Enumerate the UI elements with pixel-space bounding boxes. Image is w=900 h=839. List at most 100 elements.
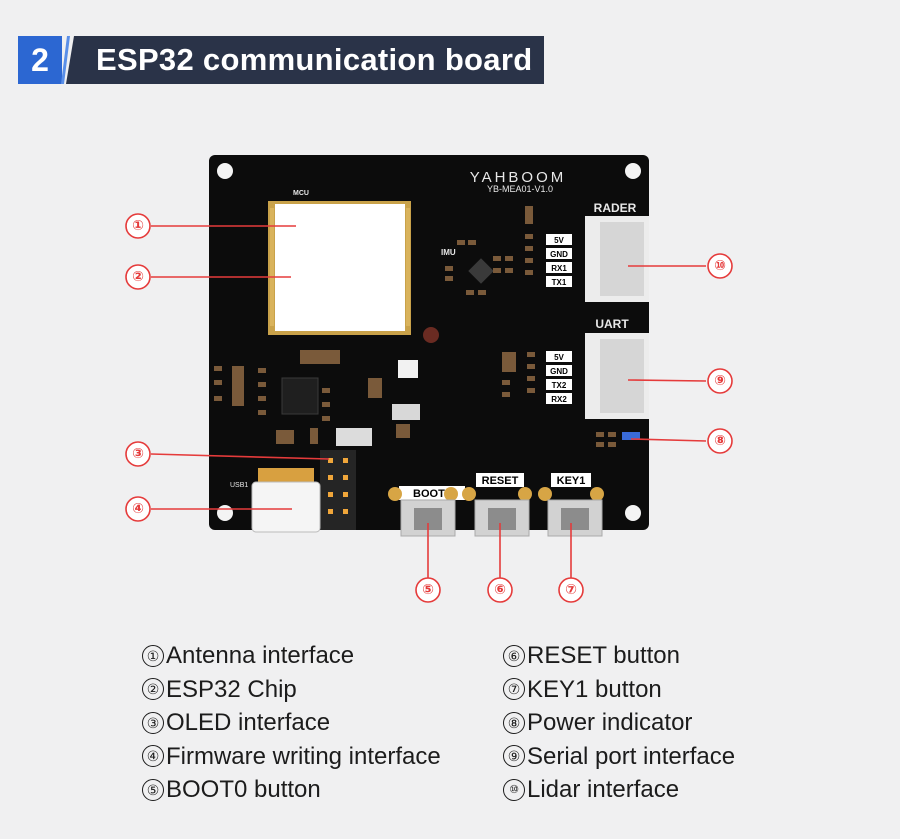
reset-label: RESET — [482, 475, 519, 487]
legend-num: ② — [142, 678, 164, 701]
svg-text:⑧: ⑧ — [714, 433, 726, 449]
legend-num: ⑤ — [142, 778, 164, 801]
callout-9: ⑨ — [707, 368, 733, 394]
board-model: YB-MEA01-V1.0 — [487, 184, 553, 194]
boot0-label: BOOT0 — [413, 488, 451, 500]
power-led — [622, 432, 640, 440]
antenna-pad — [423, 327, 439, 343]
svg-text:②: ② — [132, 269, 144, 285]
callouts: ① ② ③ ④ ⑤ ⑥ ⑦ ⑧ ⑨ ⑩ — [125, 213, 733, 603]
brand-logo: YAHBOOM — [470, 169, 567, 186]
mcu-label: MCU — [293, 190, 309, 197]
button-key1: KEY1 — [538, 473, 604, 537]
smd-components-led — [596, 432, 616, 447]
imu-label: IMU — [441, 248, 456, 257]
callout-3: ③ — [125, 441, 151, 467]
callout-4: ④ — [125, 496, 151, 522]
uart-title: UART — [595, 317, 629, 331]
callout-7: ⑦ — [558, 577, 584, 603]
svg-text:③: ③ — [132, 446, 144, 462]
button-reset: RESET — [462, 473, 532, 537]
legend-num: ④ — [142, 745, 164, 768]
legend-text: Antenna interface — [166, 642, 355, 669]
callout-5: ⑤ — [415, 577, 441, 603]
uart-pin-1: 5V — [554, 353, 564, 362]
section-number: 2 — [18, 36, 62, 84]
legend-text: Serial port interface — [527, 742, 736, 770]
rader-pin-3: RX1 — [551, 264, 567, 273]
legend-text: BOOT0 button — [166, 776, 321, 803]
smd-components-uart — [502, 352, 535, 397]
uart-pin-2: GND — [550, 367, 568, 376]
header-accent-stripe — [61, 36, 70, 84]
module-pads — [270, 208, 410, 326]
smd-components-top — [445, 206, 533, 295]
legend-text: ESP32 Chip — [166, 675, 297, 703]
legend-text: KEY1 button — [527, 675, 662, 703]
diode — [336, 428, 372, 446]
legend-num: ① — [142, 644, 164, 667]
legend-num: ⑩ — [503, 778, 525, 801]
rader-pin-1: 5V — [554, 236, 564, 245]
legend-text: Lidar interface — [527, 776, 680, 803]
uart-pins: 5V GND TX2 RX2 — [546, 351, 572, 404]
legend-num: ⑧ — [503, 711, 525, 734]
svg-text:⑦: ⑦ — [565, 582, 577, 598]
usb-label: USB1 — [230, 482, 248, 489]
uart-pin-3: TX2 — [552, 381, 567, 390]
button-boot0: BOOT0 — [388, 486, 465, 537]
usb-c-port — [251, 481, 321, 533]
oled-pin-header — [320, 450, 356, 530]
rader-title: RADER — [594, 201, 637, 215]
legend-text: OLED interface — [166, 709, 331, 736]
legend-text: RESET button — [527, 642, 680, 669]
section-header: 2 ESP32 communication board — [18, 36, 544, 84]
esp32-board-illustration: YAHBOOM YB-MEA01-V1.0 MCU IMU RADER 5V G… — [125, 155, 733, 603]
rader-pins: 5V GND RX1 TX1 — [546, 234, 572, 287]
legend-num: ⑦ — [503, 678, 525, 701]
imu-chip — [468, 258, 494, 284]
key1-label: KEY1 — [557, 475, 586, 487]
rader-housing — [600, 222, 644, 296]
rader-pin-4: TX1 — [552, 278, 567, 287]
legend-text: Power indicator — [527, 709, 693, 736]
svg-text:⑨: ⑨ — [714, 373, 726, 389]
svg-text:④: ④ — [132, 501, 144, 517]
svg-text:⑤: ⑤ — [422, 582, 434, 598]
callout-2: ② — [125, 264, 151, 290]
rader-pin-2: GND — [550, 250, 568, 259]
legend-num: ⑨ — [503, 745, 525, 768]
header-pins — [328, 458, 348, 514]
callout-1: ① — [125, 213, 151, 239]
regulator — [398, 360, 418, 378]
callout-10: ⑩ — [707, 253, 733, 279]
legend-num: ③ — [142, 711, 164, 734]
svg-text:⑩: ⑩ — [714, 258, 726, 274]
legend-num: ⑥ — [503, 644, 525, 667]
svg-text:①: ① — [132, 218, 144, 234]
uart-housing — [600, 339, 644, 413]
callout-6: ⑥ — [487, 577, 513, 603]
uart-pin-4: RX2 — [551, 395, 567, 404]
callout-lines — [150, 225, 707, 578]
section-title: ESP32 communication board — [66, 36, 544, 84]
smd-components-left — [214, 350, 410, 444]
esp32-chip — [275, 204, 405, 331]
callout-8: ⑧ — [707, 428, 733, 454]
mosfet — [392, 404, 420, 420]
svg-text:⑥: ⑥ — [494, 582, 506, 598]
usb-bridge-chip — [281, 377, 319, 415]
legend-text: Firmware writing interface — [166, 742, 441, 770]
